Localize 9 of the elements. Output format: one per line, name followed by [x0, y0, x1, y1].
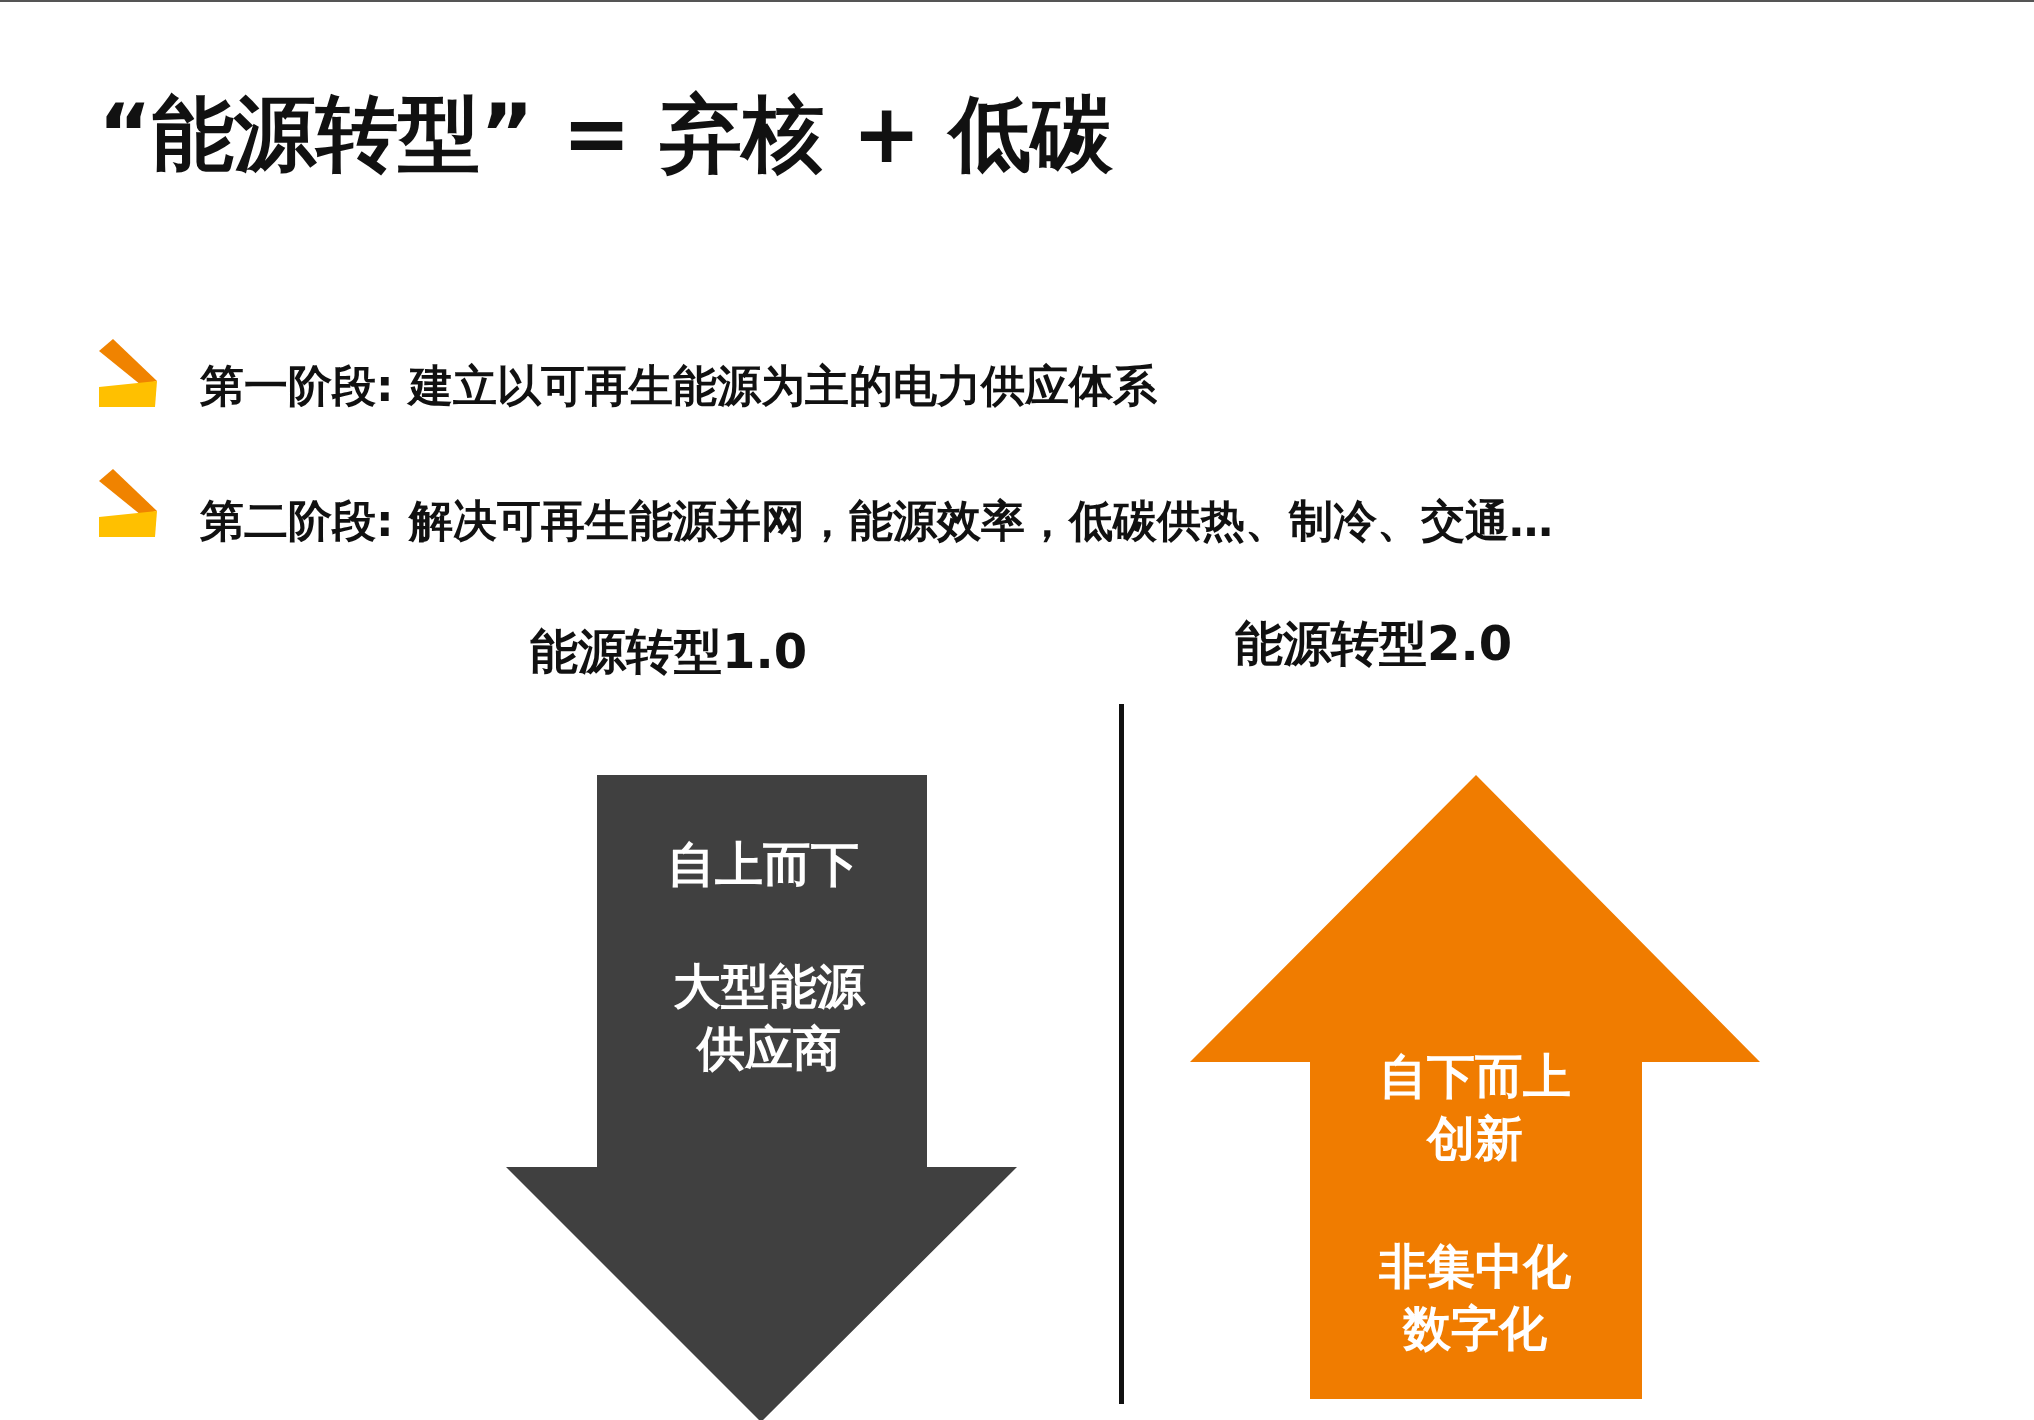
- bullet-text: 第一阶段: 建立以可再生能源为主的电力供应体系: [200, 359, 1157, 413]
- arrow-text: 自上而下: [666, 835, 860, 894]
- section-heading: 能源转型2.0: [1235, 614, 1513, 673]
- arrow-text: 大型能源供应商: [672, 957, 867, 1078]
- slide-title: “能源转型” = 弃核 + 低碳: [98, 85, 1114, 183]
- section-heading: 能源转型1.0: [530, 622, 808, 681]
- bullet-text: 第二阶段: 解决可再生能源并网，能源效率，低碳供热、制冷、交通…: [200, 494, 1553, 548]
- arrow-text: 自下而上创新: [1378, 1047, 1572, 1168]
- arrow-text: 非集中化数字化: [1378, 1237, 1572, 1358]
